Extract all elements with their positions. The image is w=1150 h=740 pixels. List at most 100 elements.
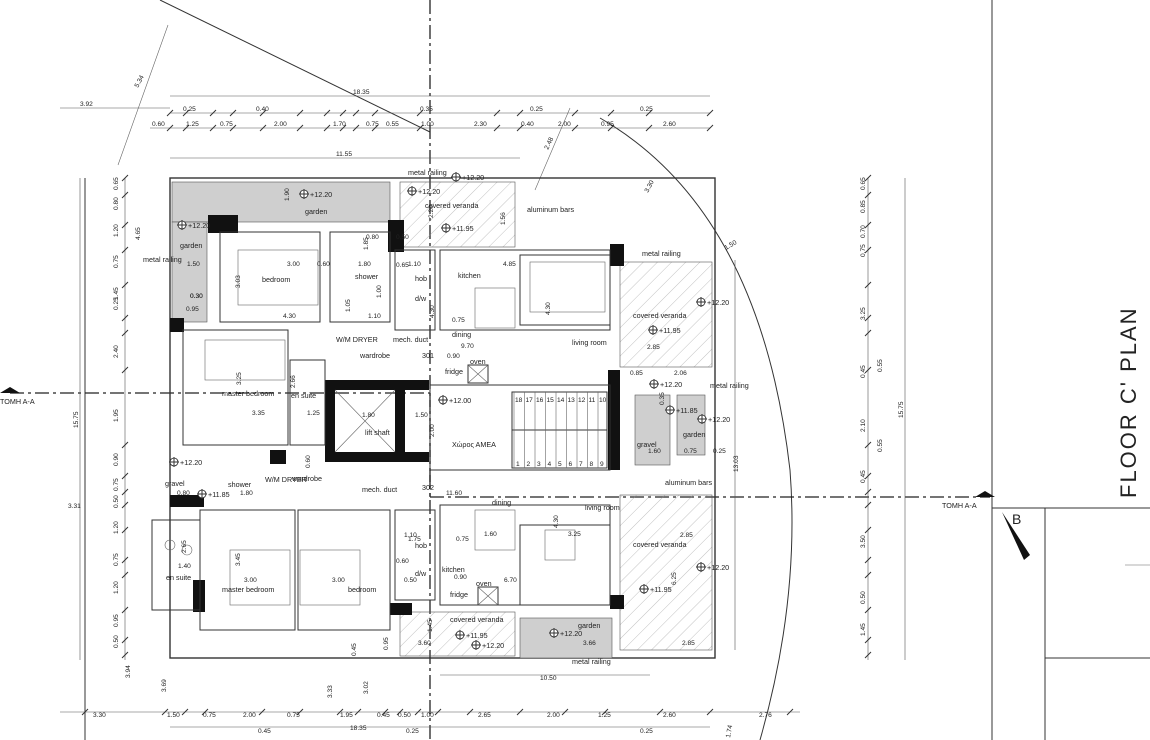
dim-top-row2-6: 0.55	[386, 121, 399, 128]
dim-inner-ao: 3.00	[332, 577, 345, 584]
dim-inner-bi: 0.50	[396, 234, 409, 241]
dim-inner-o: 0.75	[452, 317, 465, 324]
veranda-top	[399, 181, 516, 248]
dim-inner-r: 4.30	[545, 302, 552, 315]
label-master-bedroom-top: master bedroom	[222, 389, 274, 398]
dim-150: 1.50	[724, 239, 739, 252]
site-boundary-1	[159, 0, 431, 133]
dim-bottom-302: 3.02	[363, 681, 370, 694]
dim-left-col-9: 0.75	[113, 478, 120, 491]
dim-right-055a: 0.55	[877, 359, 884, 372]
dim-inner-ax: 2.85	[680, 532, 693, 539]
label-fridge-bottom: fridge	[450, 590, 468, 599]
dim-inner-ai: 1.60	[484, 531, 497, 538]
label-amea: Χώρος ΑΜΕΑ	[452, 440, 496, 449]
dim-inner-as: 0.80	[177, 490, 190, 497]
dim-top-row2-3: 2.00	[274, 121, 287, 128]
dim-inner-f: 1.50	[187, 261, 200, 268]
dim-inner-a: 3.00	[287, 261, 300, 268]
dim-left-col-12: 0.75	[113, 553, 120, 566]
dim-1155: 11.55	[336, 151, 352, 158]
stair-step-top-6: 12	[578, 397, 586, 404]
plan-title: FLOOR C' PLAN	[1116, 306, 1141, 498]
label-living-room-bottom: living room	[585, 503, 620, 512]
dim-inner-n: 4.30	[429, 305, 436, 318]
dim-top-row2-9: 0.40	[521, 121, 534, 128]
dim-top-row1-2: 0.35	[420, 106, 433, 113]
dim-inner-aj: 4.30	[553, 515, 560, 528]
label-covered-veranda-right: covered veranda	[633, 311, 687, 320]
garden-top	[171, 181, 391, 223]
dim-left-col-8: 0.90	[113, 453, 120, 466]
section-a-arrow-left-icon	[0, 387, 20, 393]
dim-bottom-row-3: 2.00	[243, 712, 256, 719]
level-label-15: +11.95	[466, 631, 488, 640]
level-label-10: +12.00	[449, 396, 471, 405]
diag-dim-534	[117, 24, 169, 166]
dim-inner-y: 1.50	[415, 412, 428, 419]
label-metal-railing-bottom: metal railing	[572, 657, 611, 666]
dim-left-col-10: 0.50	[113, 495, 120, 508]
building-outline	[169, 177, 716, 659]
wall-3	[610, 244, 624, 266]
dim-top-row1-4: 0.25	[640, 106, 653, 113]
dim-bottom-row-12: 2.60	[663, 712, 676, 719]
lift-cross-2	[334, 389, 396, 453]
dim-inner-c: 1.80	[358, 261, 371, 268]
dim-inner-ak: 3.25	[568, 531, 581, 538]
dim-top-row2-4: 1.70	[333, 121, 346, 128]
label-bedroom-bottom: bedroom	[348, 585, 376, 594]
label-wardrobe-top: wardrobe	[359, 351, 390, 360]
level-label-13: +12.20	[707, 563, 729, 572]
stair-step-top-5: 13	[568, 397, 576, 404]
level-label-1: +12.20	[418, 187, 440, 196]
oven-top-box	[467, 364, 489, 384]
label-garden-left: garden	[180, 241, 202, 250]
label-living-room-top: living room	[572, 338, 607, 347]
dim-inner-t: 3.35	[252, 410, 265, 417]
dim-right-col-2: 0.70	[860, 225, 867, 238]
dim-inner-ag: 0.25	[713, 448, 726, 455]
label-gravel-left: gravel	[165, 479, 185, 488]
dim-bottom-row-7: 0.50	[398, 712, 411, 719]
stair-step-bottom-8: 9	[600, 461, 604, 468]
dim-left-col-0: 0.65	[113, 177, 120, 190]
dim-inner-b: 0.60	[317, 261, 330, 268]
dim-inner-az: 1.85	[363, 237, 370, 250]
dim-inner-bl: 0.50	[404, 577, 417, 584]
dim-right-col-3: 0.75	[860, 244, 867, 257]
stair-step-bottom-5: 6	[569, 461, 573, 468]
dim-inner-an: 3.00	[244, 577, 257, 584]
dim-inner-ae: 1.60	[648, 448, 661, 455]
dim-right-col-8: 3.50	[860, 535, 867, 548]
dim-inner-bb: 1.56	[500, 212, 507, 225]
dim-top-row2-1: 1.25	[186, 121, 199, 128]
dim-bottom-row-0: 3.30	[93, 712, 106, 719]
dim-inner-ad: 0.35	[659, 392, 666, 405]
dim-330: 3.30	[644, 179, 656, 194]
stair-step-bottom-4: 5	[558, 461, 562, 468]
dim-bottom-row2-2: 0.25	[640, 728, 653, 735]
dim-top-row2-5: 0.75	[366, 121, 379, 128]
level-label-4: +11.95	[452, 224, 474, 233]
label-aluminum-bars-right: aluminum bars	[665, 478, 713, 487]
dim-top-row2-0: 0.60	[152, 121, 165, 128]
level-label-16: +12.20	[482, 641, 504, 650]
dim-left-col-15: 0.50	[113, 635, 120, 648]
dim-inner-z: 2.85	[647, 344, 660, 351]
dim-right-total: 15.75	[898, 401, 905, 418]
dim-inner-u: 2.66	[290, 375, 297, 388]
dim-right-col-5: 0.45	[860, 365, 867, 378]
veranda-right-top	[619, 261, 713, 368]
dim-top-row2-2: 0.75	[220, 121, 233, 128]
dim-bottom-369: 3.69	[161, 679, 168, 692]
dim-top-row2-12: 2.60	[663, 121, 676, 128]
dim-inner-bh: 1.10	[404, 532, 417, 539]
dim-bottom-row-6: 0.45	[377, 712, 390, 719]
section-b-arrow-icon	[1002, 512, 1030, 560]
stair-step-top-7: 11	[589, 397, 596, 404]
stair-step-top-4: 14	[557, 397, 565, 404]
level-label-12: +11.85	[208, 490, 230, 499]
label-kitchen-top: kitchen	[458, 271, 481, 280]
